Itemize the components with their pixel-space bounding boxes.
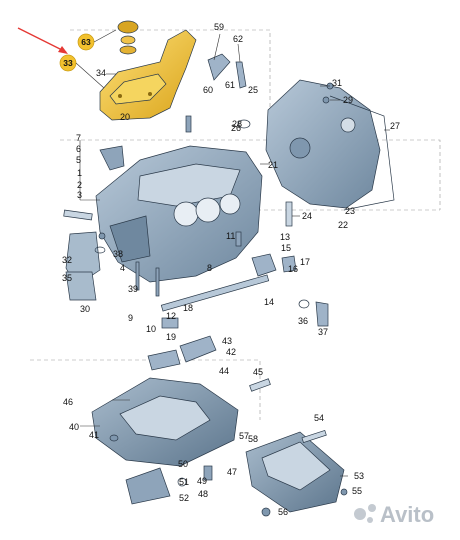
callout-53: 53	[354, 471, 364, 481]
leader-lines-top	[75, 29, 117, 89]
callout-37: 37	[318, 327, 328, 337]
callout-8: 8	[207, 263, 212, 273]
callout-45: 45	[253, 367, 263, 377]
callout-14: 14	[264, 297, 274, 307]
callout-46: 46	[63, 397, 73, 407]
callout-badge-63[interactable]: 63	[77, 33, 95, 51]
callout-labels: 59 62 60 61 25 34 31 29 27 28 22 23 21 2…	[62, 22, 400, 517]
lower-oil-pan	[245, 429, 348, 517]
callout-48: 48	[198, 489, 208, 499]
callout-29: 29	[343, 95, 353, 105]
svg-text:33: 33	[63, 58, 73, 68]
callout-50: 50	[178, 459, 188, 469]
callout-badge-33[interactable]: 33	[59, 54, 77, 72]
callout-10: 10	[146, 324, 156, 334]
callout-58: 58	[248, 434, 258, 444]
callout-56: 56	[278, 507, 288, 517]
callout-23: 23	[345, 206, 355, 216]
callout-13: 13	[280, 232, 290, 242]
callout-11: 11	[226, 231, 235, 241]
callout-61: 61	[225, 80, 235, 90]
callout-34: 34	[96, 68, 106, 78]
svg-text:Avito: Avito	[380, 502, 434, 527]
callout-15: 15	[281, 243, 291, 253]
callout-31: 31	[332, 78, 342, 88]
rear-cover-plate	[265, 79, 395, 211]
callout-27: 27	[390, 121, 400, 131]
callout-44: 44	[219, 366, 229, 376]
avito-watermark: Avito	[354, 502, 434, 527]
callout-55: 55	[352, 486, 362, 496]
callout-54: 54	[314, 413, 324, 423]
callout-20: 20	[120, 112, 130, 122]
callout-28: 28	[232, 119, 242, 129]
callout-39: 39	[128, 284, 138, 294]
callout-22: 22	[338, 220, 348, 230]
callout-60: 60	[203, 85, 213, 95]
callout-47: 47	[227, 467, 237, 477]
callout-62: 62	[233, 34, 243, 44]
callout-3: 3	[77, 190, 82, 200]
callout-6: 6	[76, 144, 81, 154]
callout-26: 26	[231, 123, 241, 133]
callout-19: 19	[166, 332, 176, 342]
callout-18: 18	[183, 303, 193, 313]
callout-1: 1	[77, 168, 82, 178]
callout-32: 32	[62, 255, 72, 265]
callout-49: 49	[197, 476, 207, 486]
callout-5: 5	[76, 155, 81, 165]
upper-oil-pan	[91, 377, 239, 467]
callout-16: 16	[288, 264, 298, 274]
oil-pump-strainer	[125, 465, 213, 505]
callout-42: 42	[226, 347, 236, 357]
callout-7: 7	[76, 133, 81, 143]
callout-43: 43	[222, 336, 232, 346]
callout-17: 17	[300, 257, 310, 267]
left-small-parts	[63, 209, 106, 301]
callout-30: 30	[80, 304, 90, 314]
callout-40: 40	[69, 422, 79, 432]
callout-38: 38	[113, 249, 123, 259]
callout-59: 59	[214, 22, 224, 32]
upper-right-small-parts	[99, 53, 334, 171]
callout-57: 57	[239, 431, 249, 441]
callout-21: 21	[268, 160, 278, 170]
callout-36: 36	[298, 316, 308, 326]
leader-lines	[79, 33, 390, 477]
callout-51: 51	[179, 477, 189, 487]
callout-12: 12	[166, 311, 176, 321]
baffle-plates	[147, 335, 271, 392]
svg-text:63: 63	[81, 37, 91, 47]
engine-block	[95, 145, 263, 283]
callout-35: 35	[62, 273, 72, 283]
middle-right-parts	[160, 201, 329, 327]
callout-52: 52	[179, 493, 189, 503]
callout-25: 25	[248, 85, 258, 95]
callout-9: 9	[128, 313, 133, 323]
callout-2: 2	[77, 180, 82, 190]
bolts	[135, 261, 179, 329]
callout-41: 41	[89, 430, 99, 440]
red-pointer-arrow	[17, 27, 68, 54]
highlighted-cover-assembly	[99, 20, 197, 121]
callout-24: 24	[302, 211, 312, 221]
callout-4: 4	[120, 263, 125, 273]
